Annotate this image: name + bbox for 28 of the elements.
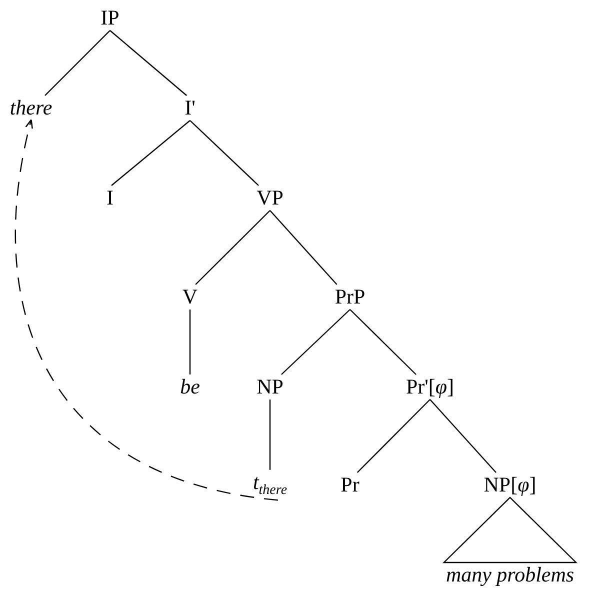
tree-node-label: I' [184, 98, 196, 118]
tree-branch [44, 30, 110, 96]
tree-branch [110, 30, 187, 96]
tree-branch [111, 120, 190, 186]
tree-node-label: V [182, 286, 198, 308]
tree-branch [350, 309, 416, 375]
tree-branch [190, 120, 259, 186]
movement-arrow [15, 119, 278, 501]
tree-branch [189, 310, 191, 374]
tree-branch [430, 399, 496, 473]
tree-node-label: I [106, 188, 114, 208]
tree-node-label: t$_{there}$ [252, 472, 288, 498]
tree-branch [270, 210, 338, 285]
tree-node-label: IP [100, 8, 120, 28]
tree-branch [356, 399, 430, 473]
tree-branch [195, 210, 270, 285]
tree-node-label: PrP [334, 286, 366, 308]
triangle [442, 496, 578, 564]
tree-node-label: NP[φ] [484, 474, 536, 496]
tree-node-label: there [10, 98, 52, 118]
tree-node-label: Pr'[φ] [406, 376, 454, 398]
tree-node-label: VP [256, 188, 284, 208]
phrase-label: many problems [446, 564, 574, 586]
tree-branch [281, 309, 350, 375]
tree-node-label: NP [256, 376, 284, 398]
tree-node-label: Pr [340, 474, 360, 496]
tree-branch [269, 400, 271, 470]
tree-node-label: be [180, 376, 200, 398]
